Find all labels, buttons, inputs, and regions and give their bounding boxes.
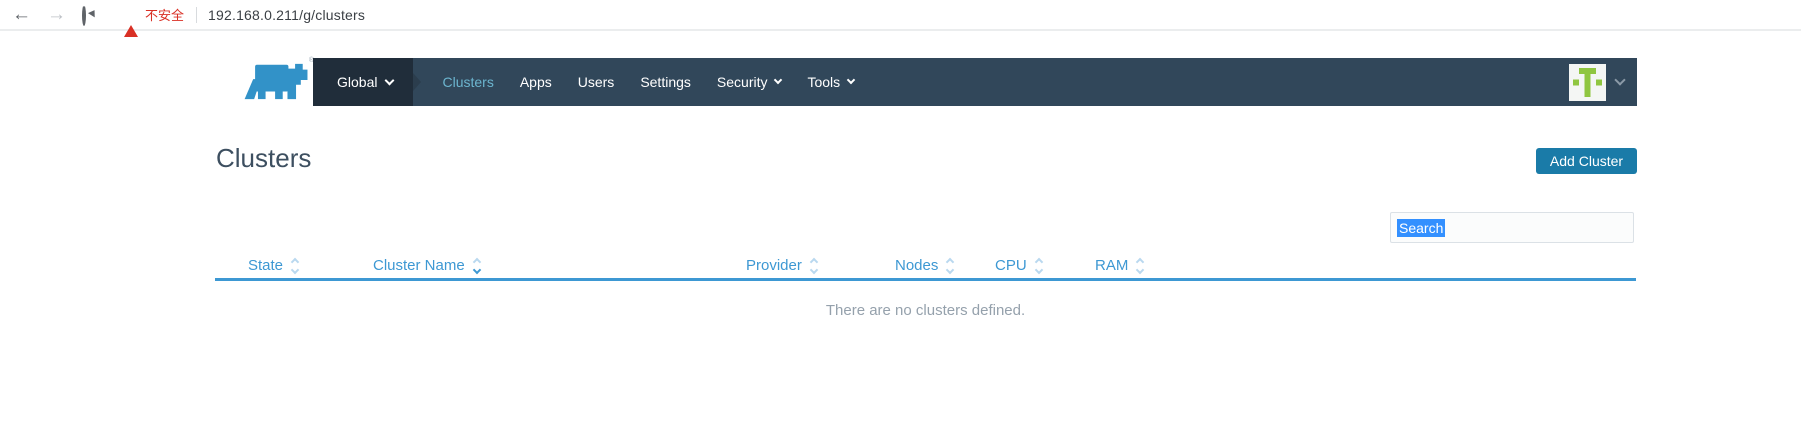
nav-item-settings[interactable]: Settings bbox=[640, 74, 691, 90]
add-cluster-button[interactable]: Add Cluster bbox=[1536, 148, 1637, 174]
top-navbar: Global Clusters Apps Users Settings Secu… bbox=[313, 58, 1637, 106]
registered-trademark: ® bbox=[308, 57, 314, 64]
column-header-cluster-name[interactable]: Cluster Name bbox=[373, 257, 746, 274]
nav-item-users[interactable]: Users bbox=[577, 74, 615, 90]
nav-links: Clusters Apps Users Settings Security To… bbox=[429, 58, 867, 106]
sort-icon-active-desc bbox=[472, 257, 481, 274]
nav-item-tools[interactable]: Tools bbox=[794, 58, 867, 106]
column-label: State bbox=[248, 257, 284, 274]
clusters-table-header: State Cluster Name Provider Nodes CPU RA… bbox=[215, 253, 1636, 281]
column-header-provider[interactable]: Provider bbox=[746, 257, 895, 274]
user-menu[interactable] bbox=[1569, 63, 1637, 101]
nav-item-tools-label: Tools bbox=[807, 74, 841, 90]
search-input[interactable]: Search bbox=[1390, 212, 1634, 243]
column-header-cpu[interactable]: CPU bbox=[995, 257, 1095, 274]
sort-icon bbox=[946, 257, 955, 274]
browser-toolbar: ← → 不安全 192.168.0.211/g/clusters bbox=[0, 0, 1801, 37]
chevron-down-icon bbox=[385, 75, 395, 85]
column-header-state[interactable]: State bbox=[248, 257, 373, 274]
environment-label: Global bbox=[337, 74, 378, 90]
browser-back-icon[interactable]: ← bbox=[12, 4, 31, 25]
page-title: Clusters bbox=[216, 143, 312, 173]
sort-icon bbox=[809, 257, 819, 274]
chevron-down-icon bbox=[1614, 74, 1626, 86]
column-label: Nodes bbox=[895, 257, 939, 274]
sort-icon bbox=[1136, 257, 1145, 274]
column-label: Cluster Name bbox=[373, 257, 465, 274]
nav-item-apps[interactable]: Apps bbox=[519, 74, 552, 90]
column-label: CPU bbox=[995, 257, 1027, 274]
browser-forward-icon[interactable]: → bbox=[47, 4, 66, 25]
sort-icon bbox=[290, 257, 300, 274]
chevron-down-icon bbox=[846, 75, 856, 85]
address-bar-url[interactable]: 192.168.0.211/g/clusters bbox=[208, 6, 366, 23]
security-warning-label[interactable]: 不安全 bbox=[145, 8, 185, 23]
search-input-selected-text: Search bbox=[1397, 218, 1446, 237]
column-label: Provider bbox=[746, 257, 802, 274]
column-header-ram[interactable]: RAM bbox=[1095, 257, 1636, 274]
chevron-down-icon bbox=[774, 75, 783, 85]
browser-reload-icon[interactable] bbox=[82, 4, 98, 26]
address-bar-divider bbox=[196, 6, 198, 23]
environment-selector[interactable]: Global bbox=[313, 58, 422, 106]
nav-item-clusters[interactable]: Clusters bbox=[442, 74, 494, 90]
nav-item-security[interactable]: Security bbox=[704, 58, 795, 106]
nav-item-security-label: Security bbox=[716, 74, 768, 90]
user-avatar bbox=[1569, 63, 1606, 101]
column-label: RAM bbox=[1095, 257, 1129, 274]
sort-icon bbox=[1034, 257, 1043, 274]
security-warning-icon[interactable] bbox=[124, 8, 139, 37]
rancher-logo-icon[interactable]: ® bbox=[243, 57, 314, 101]
column-header-nodes[interactable]: Nodes bbox=[895, 257, 995, 274]
empty-state-message: There are no clusters defined. bbox=[825, 302, 1026, 319]
